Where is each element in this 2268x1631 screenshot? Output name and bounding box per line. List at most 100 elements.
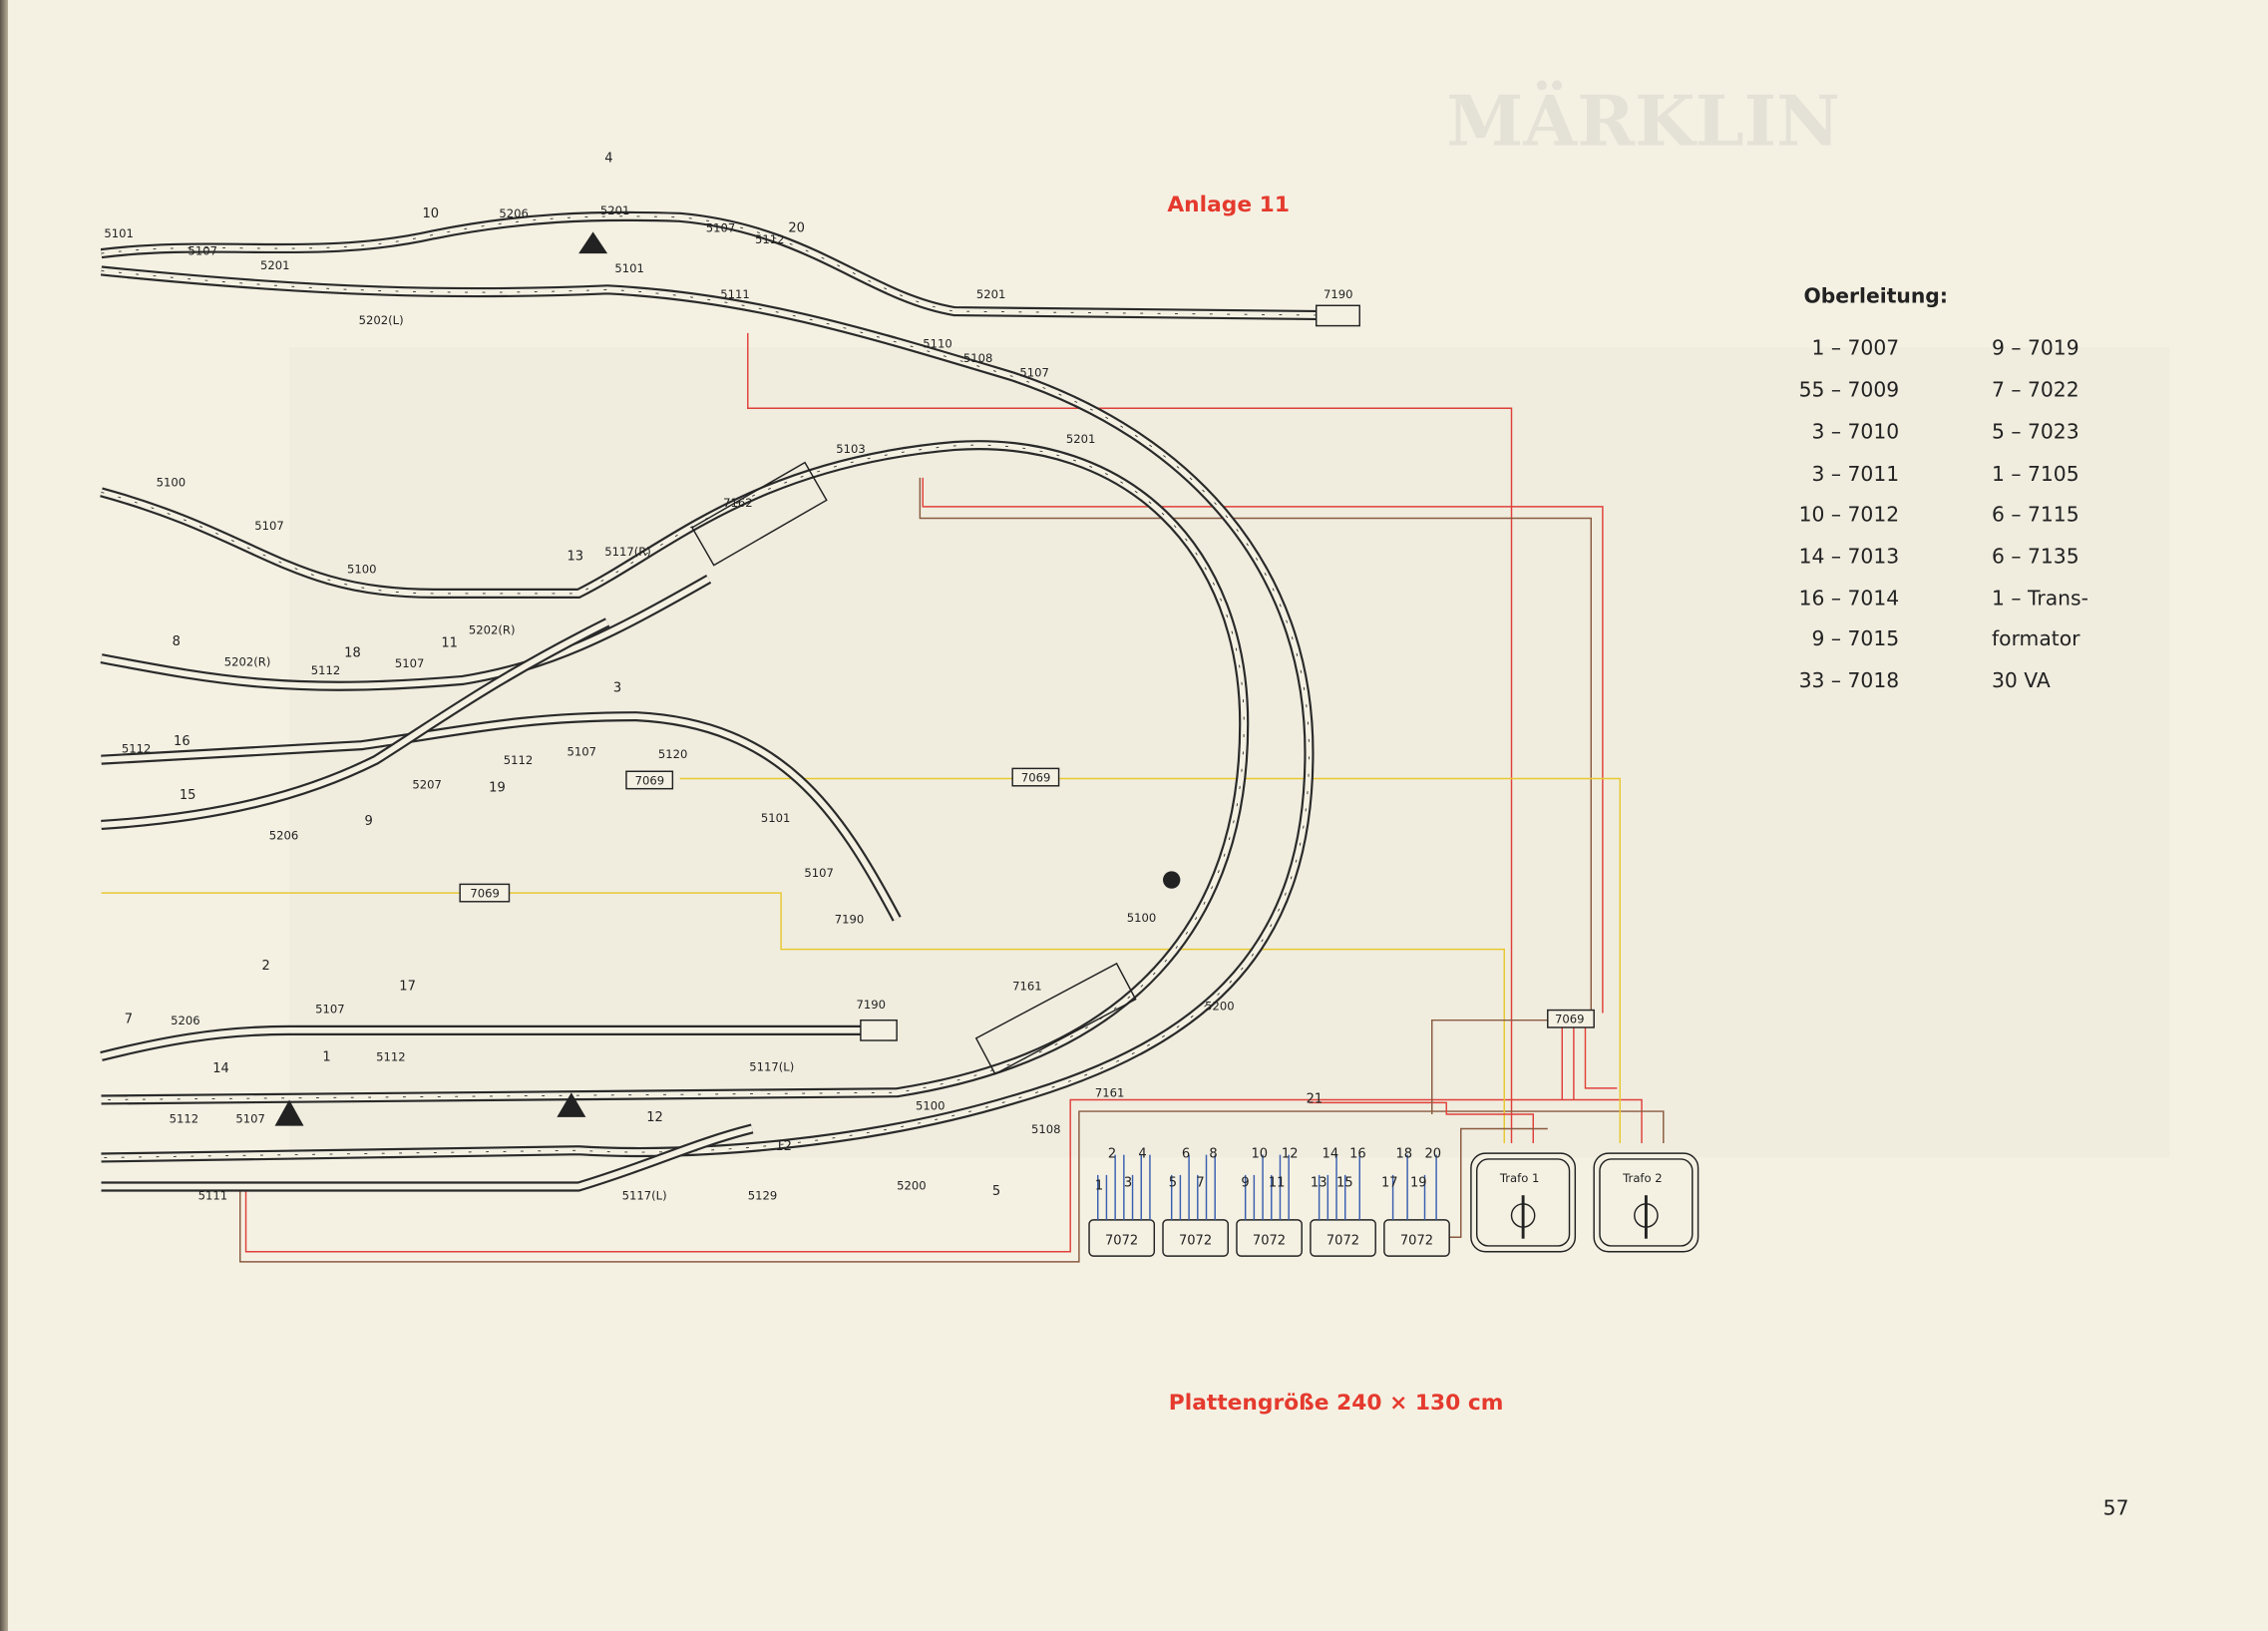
buffer-stop [1316,304,1360,327]
signal-number: 7 [125,1013,133,1027]
wiring [101,332,1665,1263]
watermark-text: MÄRKLIN [1446,80,1840,162]
track-label: 5112 [122,741,152,755]
track-label: 5110 [923,336,952,350]
track-label: 5201 [260,258,290,272]
track-label: 5201 [600,204,630,217]
control-number: 5 [1169,1175,1177,1190]
legend-item: 6 – 7135 [1992,544,2079,568]
control-number: 16 [1349,1146,1366,1161]
control-number: 19 [1410,1175,1427,1190]
track-outer-loop [101,265,1315,1163]
track-label: 5107 [395,656,425,670]
track-label: 5107 [189,244,218,258]
track-label: 5101 [104,226,134,240]
signal-number: 20 [788,220,805,235]
control-number: 10 [1251,1146,1268,1161]
track-label: 5108 [1031,1122,1061,1136]
track-label: 5101 [614,261,644,275]
signal-number: 10 [422,206,439,221]
track-label: 5207 [412,778,442,792]
track-label: 5108 [963,351,993,365]
control-number: 3 [1124,1175,1132,1190]
legend-item: formator [1992,626,2080,650]
legend-item: 30 VA [1992,668,2051,692]
signal-number: 5 [992,1184,1000,1199]
track-label: 5100 [347,563,377,577]
legend-item: 1 – Trans- [1992,586,2088,610]
signal-number: 21 [1307,1091,1323,1106]
signal-number: 11 [441,636,458,651]
control-box-7072[interactable]: 7072 [1383,1219,1450,1257]
catenary-mast [274,1099,304,1126]
track-label: 5111 [720,287,750,301]
track-label: 7190 [835,913,865,927]
signal-number: 1 [322,1049,330,1064]
tracks [100,210,1360,1192]
legend-item: 1 – 7007 [1812,336,1900,360]
signal-number: 19 [489,781,506,796]
bridge-7161 [974,962,1137,1075]
uncoupler-boxes: 7069 7069 7069 7069 [459,767,1595,1028]
control-box-7072[interactable]: 7072 [1162,1219,1229,1257]
signal-number: 18 [344,646,361,661]
legend-item: 7 – 7022 [1992,378,2079,402]
track-label: 5202(L) [359,313,404,327]
transformer-2[interactable]: Trafo 2 [1593,1152,1700,1253]
control-box-label: 7072 [1179,1234,1212,1249]
track-bottom-3 [101,1123,754,1192]
legend-item: 10 – 7012 [1799,502,1900,526]
track-label: 5202(R) [224,654,271,668]
control-box-7072[interactable]: 7072 [1310,1219,1376,1257]
control-box-7072[interactable]: 7072 [1236,1219,1303,1257]
catenary-mast [578,231,608,254]
track-labels: 5101 5107 5201 5202(L) 5206 5201 5107 51… [104,204,1352,1203]
track-label: 7190 [857,998,887,1012]
control-number: 7 [1196,1175,1204,1190]
track-label: 5117(L) [749,1059,794,1073]
track-label: 5201 [976,287,1006,301]
track-label: 5117(R) [604,545,651,559]
legend-item: 5 – 7023 [1992,420,2079,444]
transformer-label: Trafo 2 [1622,1171,1663,1185]
track-label: 5117(L) [622,1189,667,1203]
track-label: 5201 [1066,432,1096,446]
signal-number: 12 [775,1139,792,1154]
transformer-label: Trafo 1 [1499,1171,1540,1185]
track-label: 5107 [567,744,596,758]
uncoupler-label: 7069 [635,773,665,787]
track-label: 5206 [499,206,529,220]
legend-heading: Oberleitung: [1803,283,1948,307]
track-top-1 [100,210,1360,321]
control-box-label: 7072 [1326,1234,1359,1249]
control-number: 8 [1209,1146,1217,1161]
signal-number: 13 [567,550,583,565]
track-label: 5206 [171,1014,200,1027]
track-label: 5202(R) [469,622,516,636]
track-label: 5101 [761,811,791,825]
track-label: 5107 [706,220,736,234]
background-shadow [289,347,2170,1158]
transformer-1[interactable]: Trafo 1 [1470,1152,1577,1253]
track-label: 5112 [755,232,785,246]
signal-number: 8 [173,634,181,649]
legend-item: 3 – 7011 [1812,462,1900,486]
page-number: 57 [2103,1496,2129,1520]
signal-numbers: 4 10 20 13 8 18 11 3 16 15 9 19 2 17 7 1… [125,152,1323,1199]
signal-number: 12 [646,1110,663,1125]
legend-item: 33 – 7018 [1799,668,1900,692]
binding-edge [0,0,8,1631]
control-number: 9 [1241,1175,1249,1190]
track-inner-loop [100,440,1250,1105]
track-siding-bottom [100,1024,883,1061]
track-label: 5107 [315,1002,345,1016]
uncoupler-label: 7069 [1555,1013,1585,1026]
legend-item: 1 – 7105 [1992,462,2079,486]
signal-number: 9 [364,814,372,829]
control-box-7072[interactable]: 7072 [1088,1219,1156,1257]
track-station-3 [101,617,610,830]
control-number: 18 [1395,1146,1412,1161]
track-label: 5107 [235,1112,265,1126]
